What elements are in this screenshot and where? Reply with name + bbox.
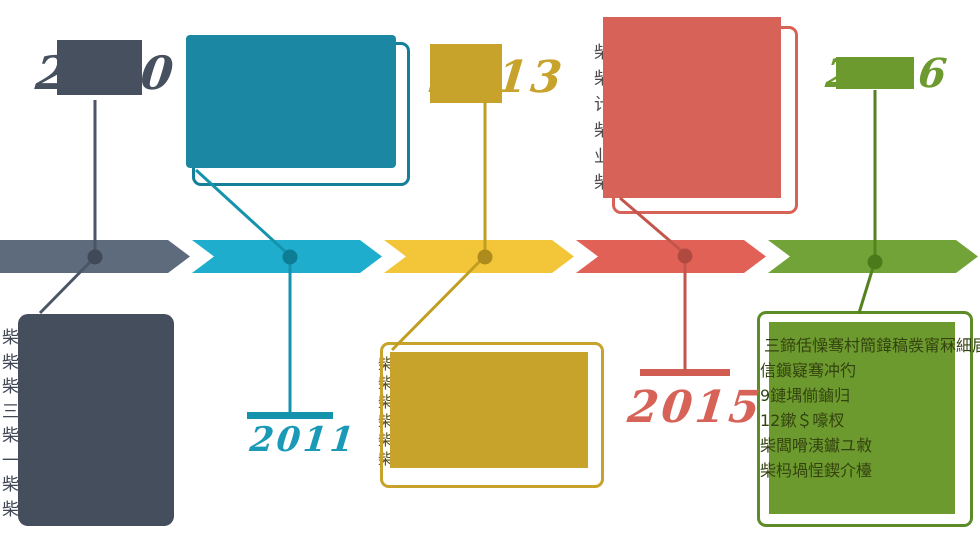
year-2010-plate xyxy=(57,40,142,95)
year-2016-plate xyxy=(836,57,914,89)
timeline-segment-2016 xyxy=(768,240,978,273)
text-line: 柴闆嗗洟钀ユ敹 xyxy=(760,436,873,455)
milestone-2013-box xyxy=(390,352,588,468)
milestone-2010-box xyxy=(18,314,174,526)
year-2015-label: 2015 xyxy=(625,382,766,433)
text-line: 信鎭寲骞冲彴 xyxy=(760,361,857,380)
timeline-segment-2011 xyxy=(192,240,382,273)
year-2015-bar xyxy=(640,369,730,376)
year-2013-label: 2013 xyxy=(427,52,568,103)
timeline-segment-2010 xyxy=(0,240,190,273)
milestone-2013-box-outline xyxy=(380,342,604,488)
year-2011-bar xyxy=(247,412,333,419)
text-line: 12鏉＄嚎杈 xyxy=(760,411,845,430)
milestone-2016-box xyxy=(769,322,955,514)
text-line: 9鏈堣偂鏀归 xyxy=(760,386,851,405)
timeline-segment-2013 xyxy=(384,240,574,273)
year-2011-label: 2011 xyxy=(247,420,359,460)
year-2016-label: 2016 xyxy=(823,50,952,97)
milestone-2011-box xyxy=(186,35,396,168)
milestone-2016-headline: 三鍗佸懆骞村簡鍏稿彂甯冧細届 xyxy=(764,336,980,355)
timeline-segment-2015 xyxy=(576,240,766,273)
year-2010-label: 2010 xyxy=(33,46,179,100)
year-2013-plate xyxy=(430,44,502,103)
milestone-2016-text: 信鎭寲骞冲彴 9鏈堣偂鏀归 12鏉＄嚎杈 柴闆嗗洟钀ユ敹 柴杩堝悜鍥介檯 xyxy=(760,358,872,483)
text-line: 柴杩堝悜鍥介檯 xyxy=(760,461,873,480)
milestone-2015-box xyxy=(603,17,781,198)
